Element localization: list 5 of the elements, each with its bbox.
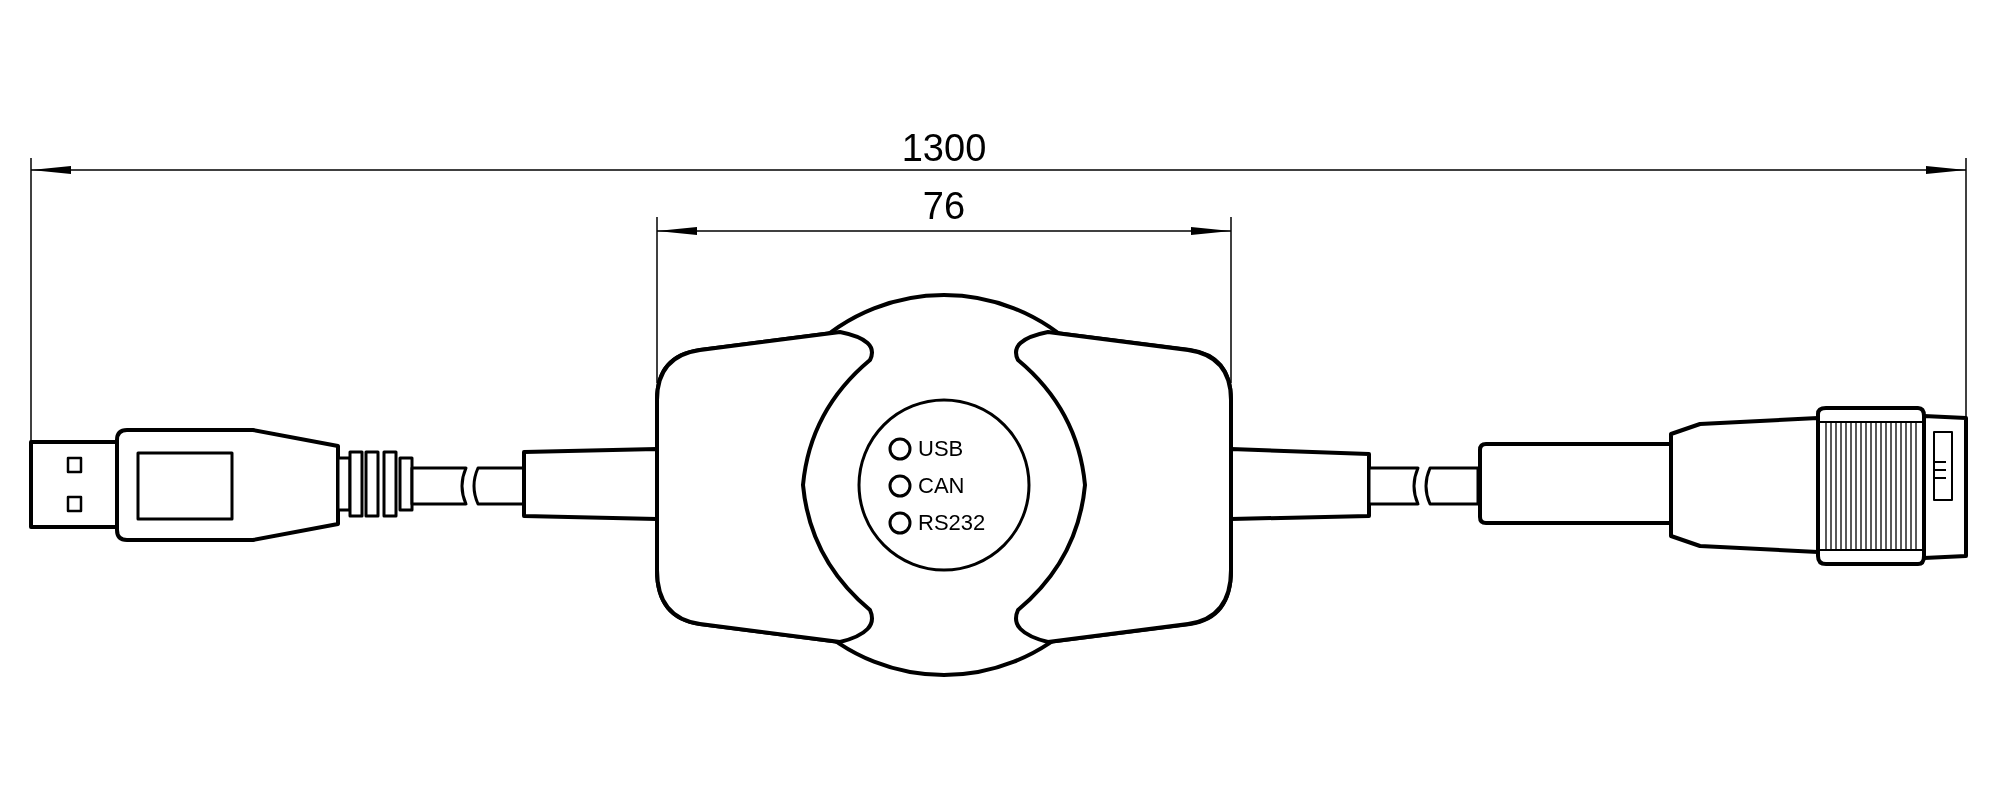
led-label: USB xyxy=(918,438,964,460)
led-label: RS232 xyxy=(918,512,986,534)
dimension-value: 1300 xyxy=(901,129,987,167)
led-label: CAN xyxy=(918,475,965,497)
dimension-value: 76 xyxy=(922,187,966,225)
